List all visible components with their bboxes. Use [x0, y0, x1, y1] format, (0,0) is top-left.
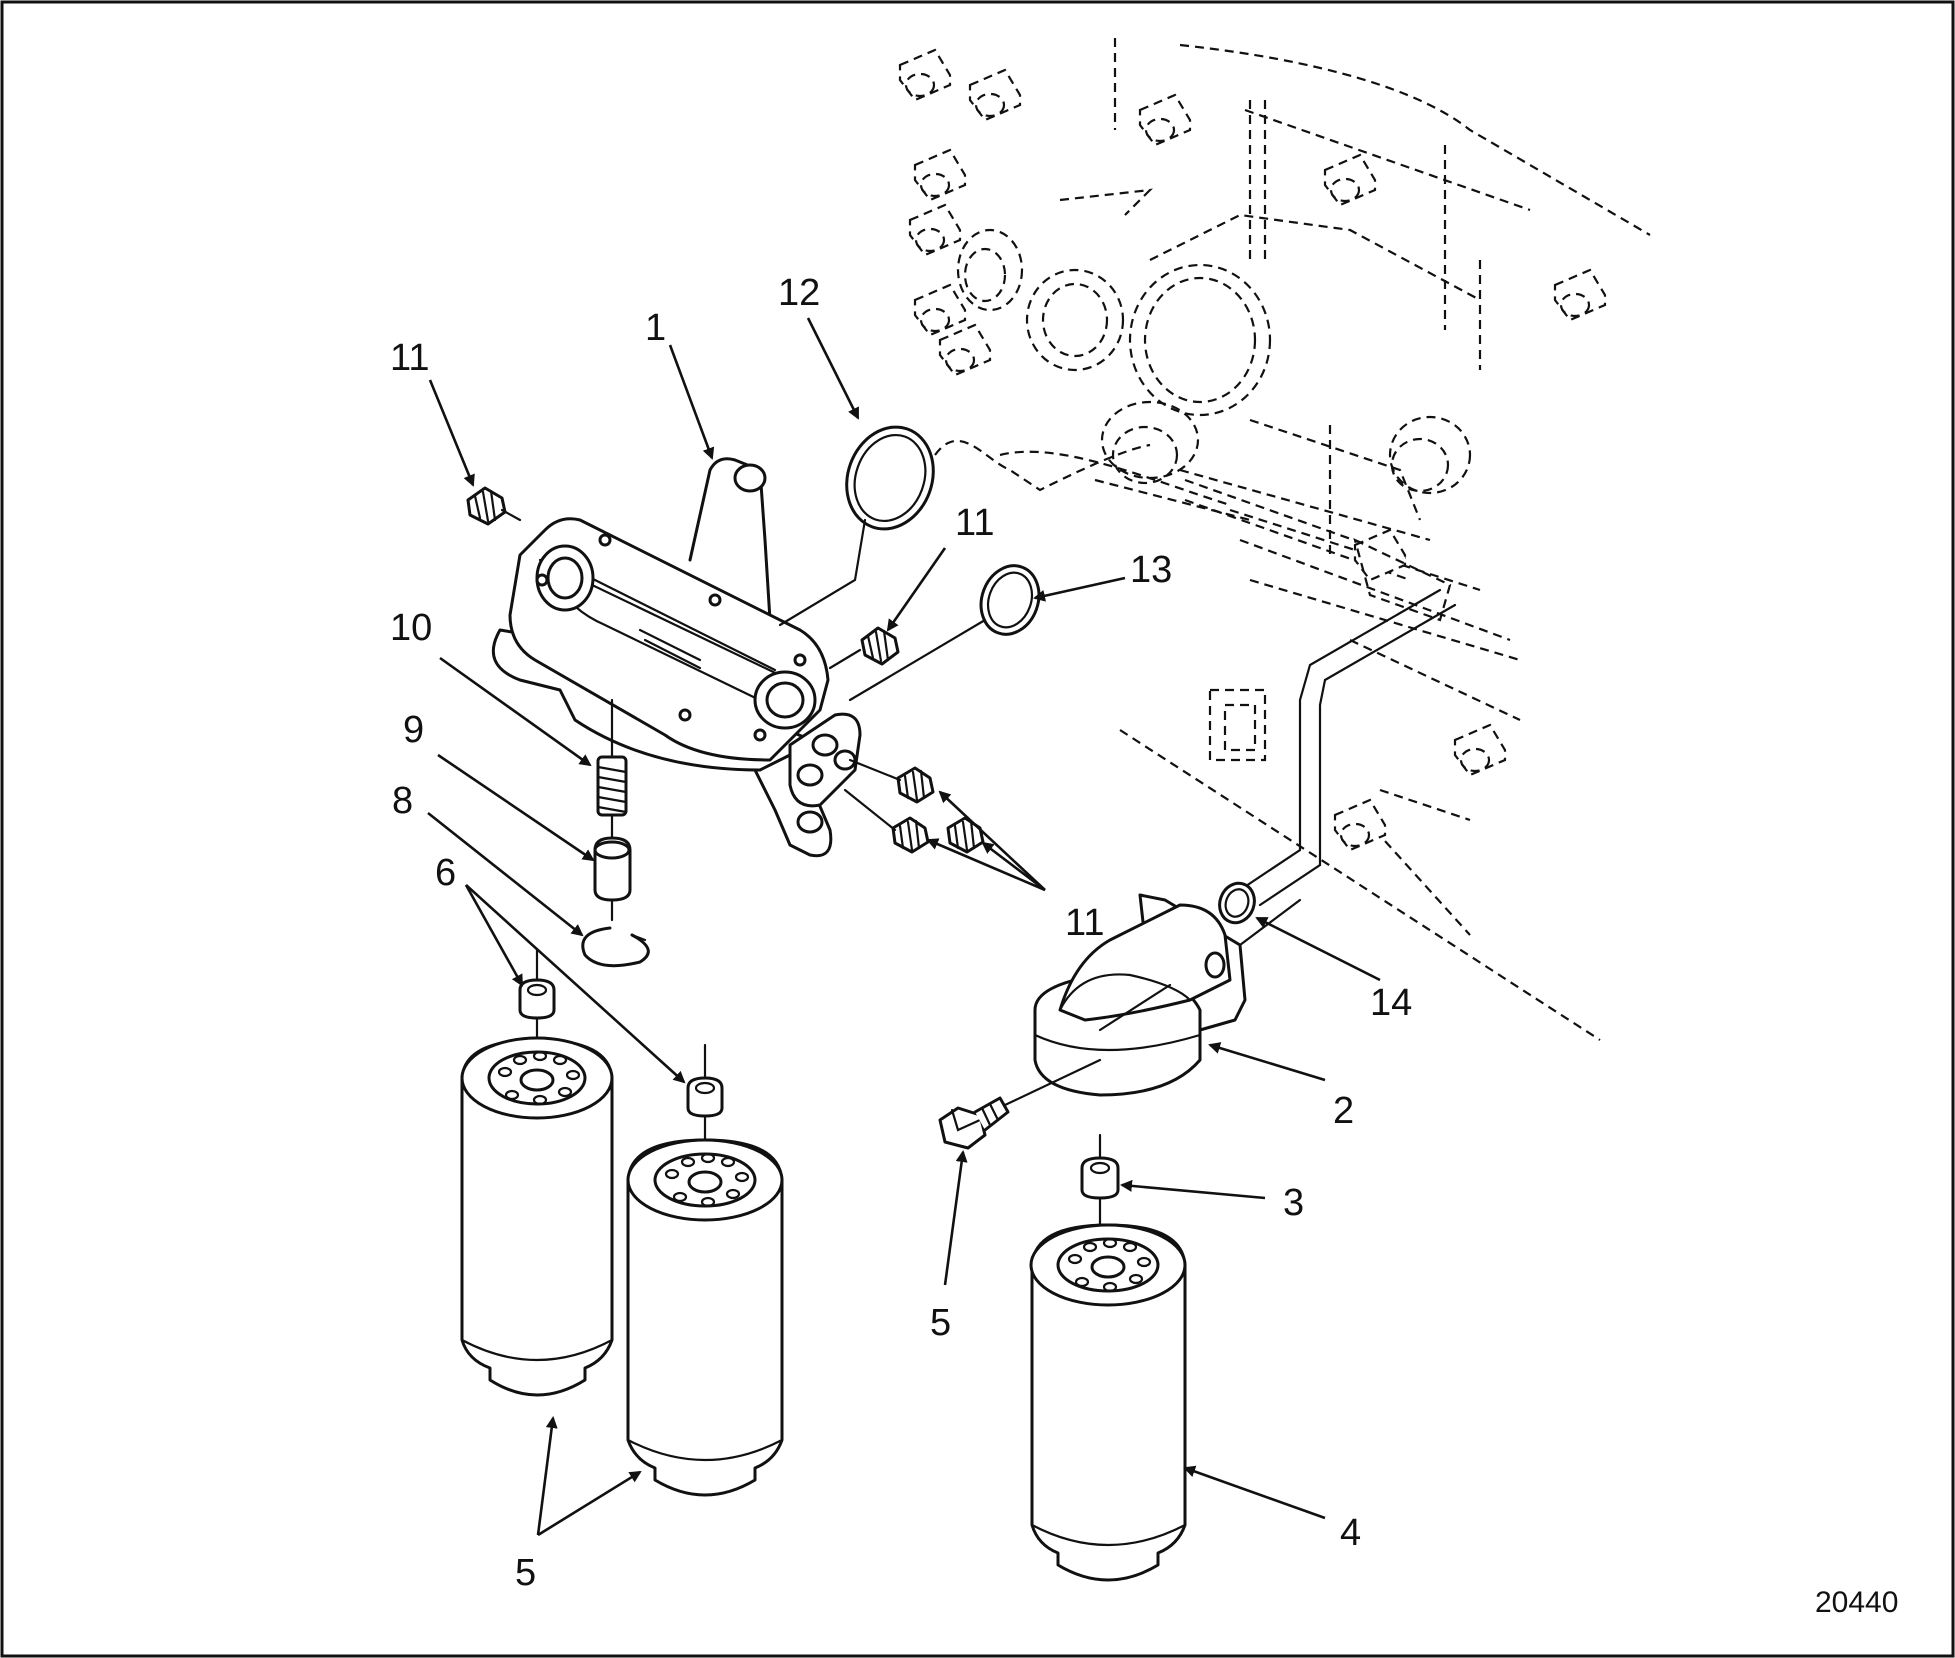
callout-3: 3	[1283, 1182, 1304, 1224]
callout-labels: 11 1 12 11 13 10 9 8 6 11 14 2 3 5 4 5 2…	[390, 272, 1898, 1619]
callout-11: 11	[955, 502, 994, 544]
callout-2: 2	[1333, 1090, 1354, 1132]
filter-adapter-2	[1033, 881, 1302, 1097]
pipe-plugs-11	[466, 486, 985, 854]
callout-6: 6	[435, 852, 456, 894]
o-ring-12	[778, 425, 1151, 627]
callout-4: 4	[1340, 1512, 1361, 1554]
engine-block-phantom	[898, 38, 1651, 1041]
o-ring-13	[848, 564, 1041, 702]
callout-11: 11	[390, 337, 429, 379]
bypass-valve-assembly	[581, 698, 650, 968]
callout-1: 1	[645, 307, 666, 349]
filter-middle	[626, 1043, 784, 1497]
oil-line-tube	[1238, 588, 1457, 907]
filter-right	[1029, 1133, 1187, 1582]
filter-left	[460, 948, 614, 1397]
filter-adapter	[491, 457, 862, 858]
callout-10: 10	[390, 607, 432, 649]
callout-13: 13	[1130, 549, 1172, 591]
callout-12: 12	[778, 272, 820, 314]
callout-8: 8	[392, 780, 413, 822]
callout-11: 11	[1065, 902, 1104, 944]
callout-9: 9	[403, 709, 424, 751]
bolt-5	[938, 1058, 1102, 1150]
figure-number: 20440	[1815, 1586, 1898, 1619]
callout-5: 5	[515, 1552, 536, 1594]
callout-14: 14	[1370, 982, 1412, 1024]
leader-lines	[427, 317, 1381, 1537]
callout-5: 5	[930, 1302, 951, 1344]
